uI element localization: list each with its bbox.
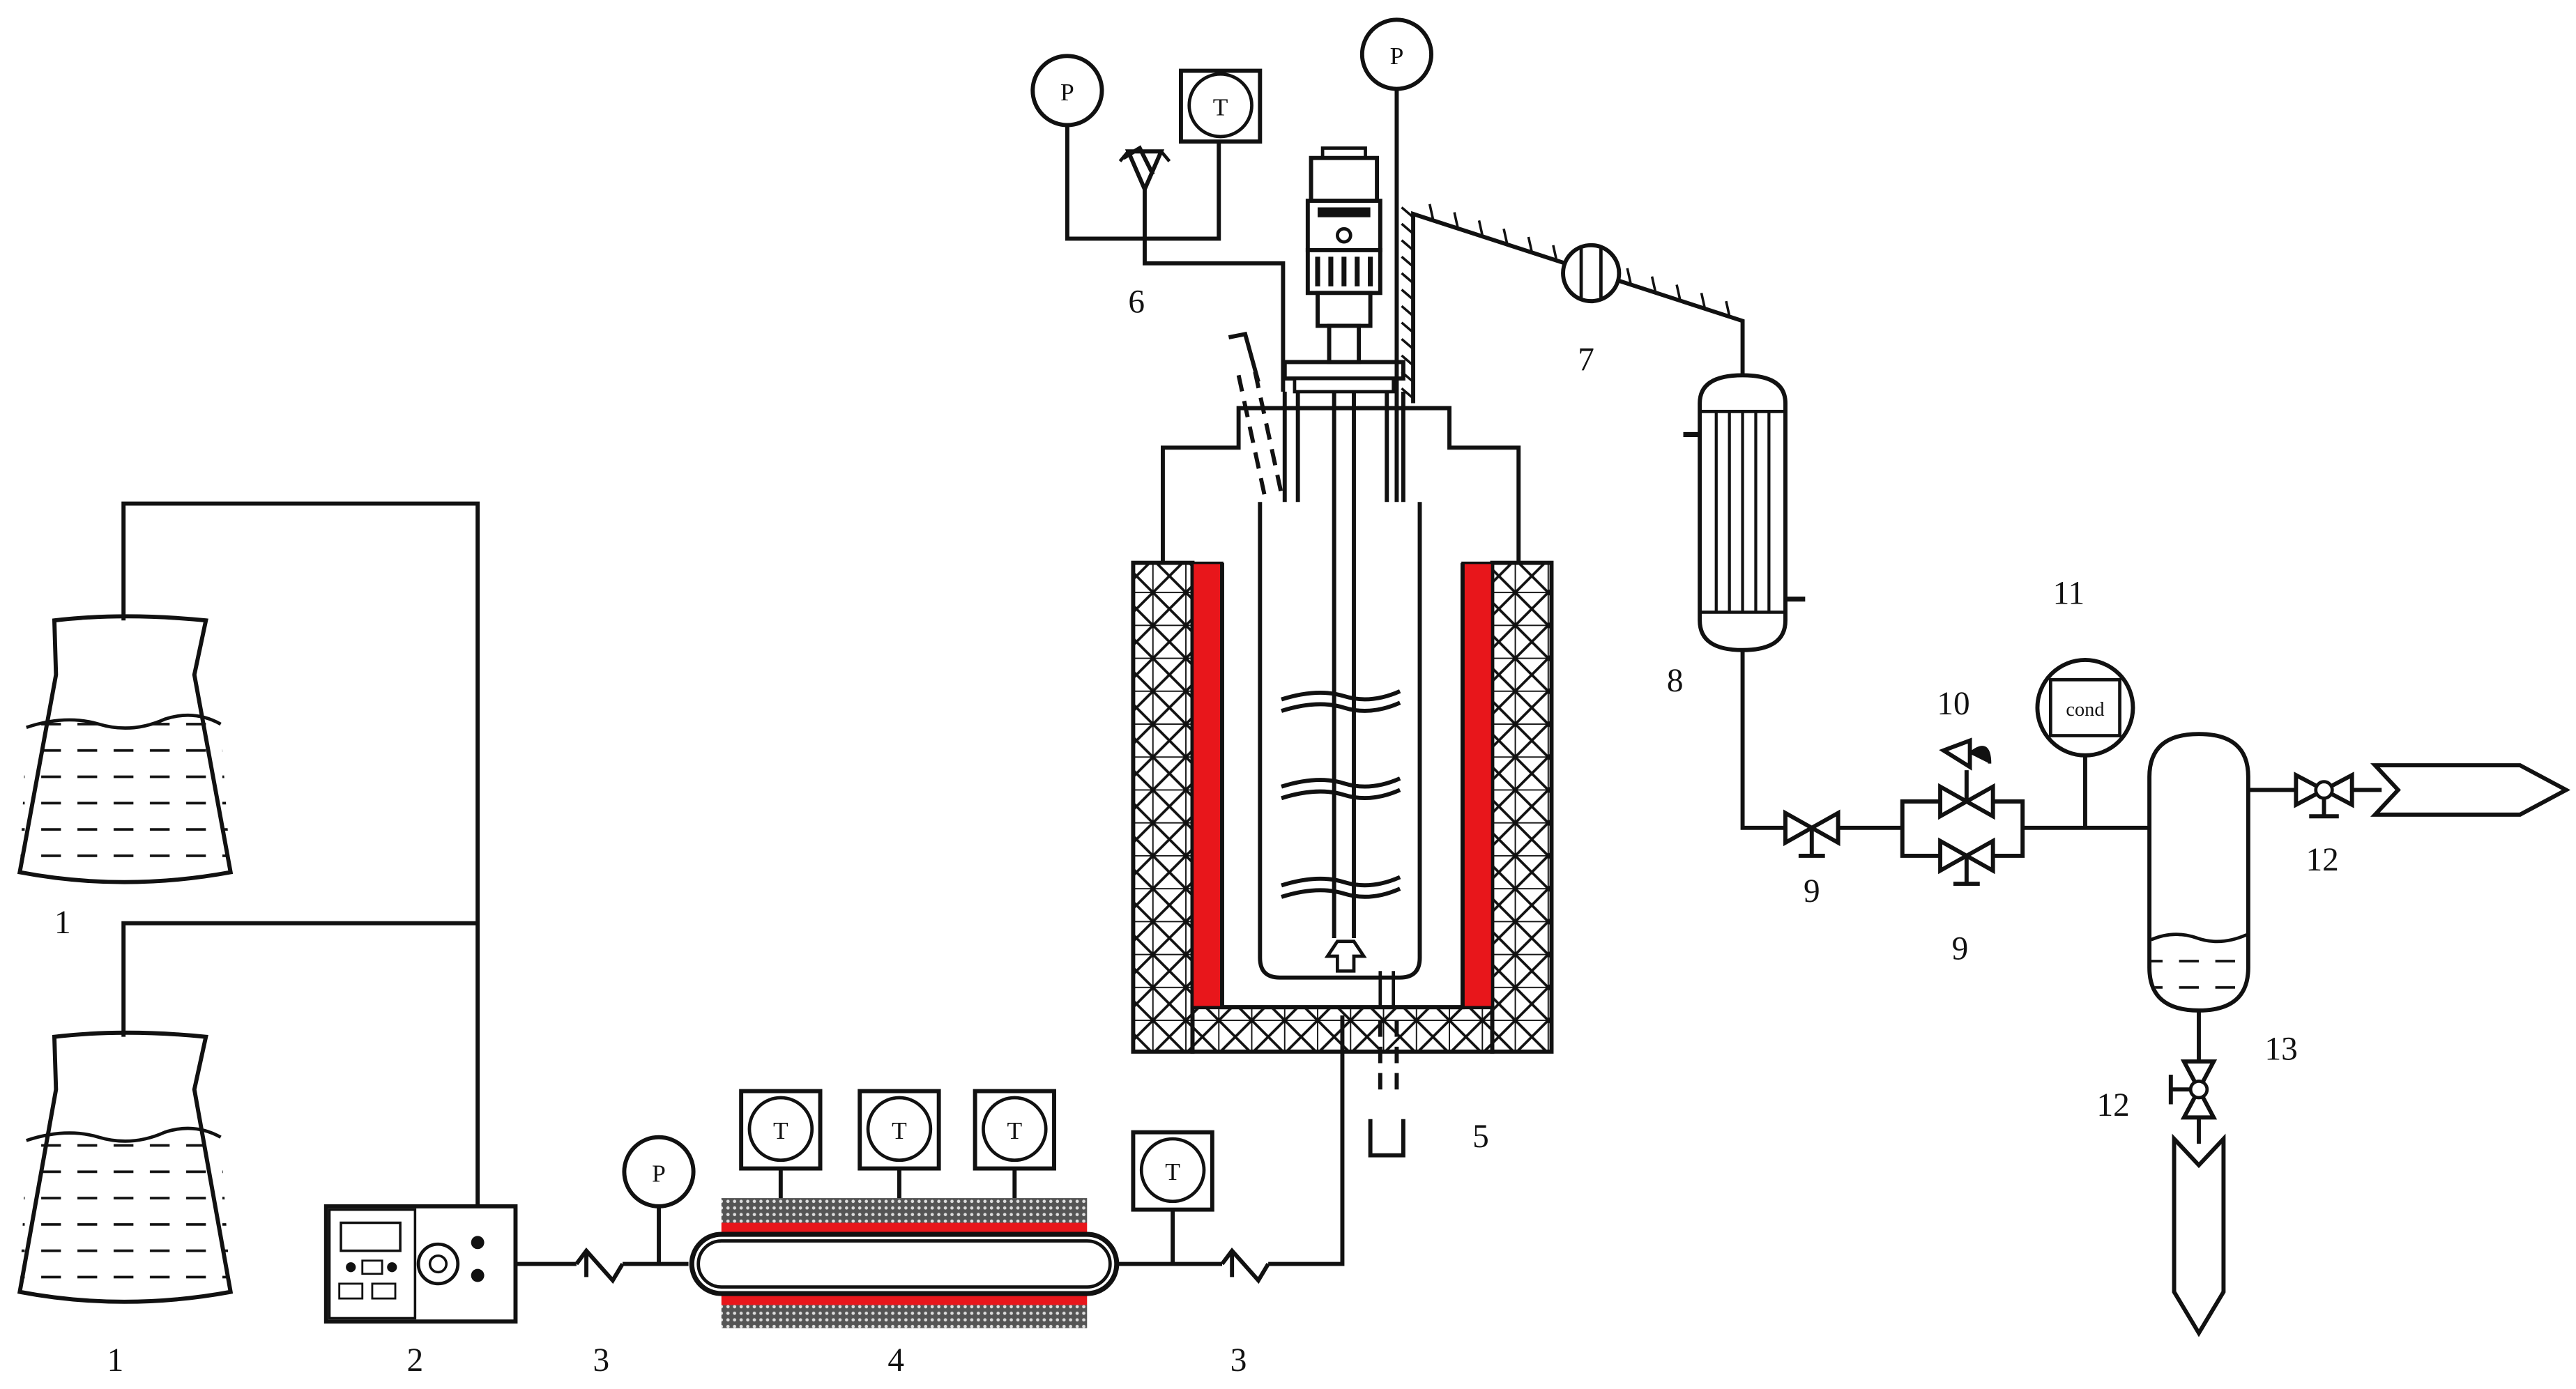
gas-vent-arrow [2370,763,2571,817]
label-check-valve-left: 3 [593,1342,610,1379]
label-conductivity-meter: 11 [2053,576,2085,612]
separator [2147,732,2250,1013]
reactor-feed-line [1268,1015,1345,1266]
svg-text:P: P [652,1159,666,1187]
svg-text:T: T [773,1116,788,1144]
condensate-line [1740,650,1785,830]
svg-text:cond: cond [2066,699,2104,721]
label-preheater: 4 [887,1342,904,1379]
pressure-gauge-top-right: P [1359,17,1433,502]
preheater-temp-gauges: T T T [739,1089,1056,1199]
pressure-gauge-top-left: P [1030,54,1104,128]
label-valve-left: 9 [1804,873,1820,910]
svg-text:P: P [1060,78,1074,106]
label-outlet-valve-right: 12 [2306,842,2339,878]
label-gas-line: 7 [1578,342,1594,378]
label-separator: 13 [2264,1031,2297,1068]
conductivity-meter: cond [2035,657,2135,828]
label-feed-tank-2: 1 [107,1342,124,1379]
svg-text:T: T [1165,1158,1180,1185]
temp-gauge-top: T [1178,68,1263,144]
label-condenser: 8 [1667,663,1684,699]
safety-line [1065,123,1286,392]
feed-line-bottom [121,921,478,1037]
control-valve-assembly [1900,737,2025,887]
label-feed-tank-1: 1 [54,905,71,941]
feed-tank-top [17,614,234,884]
svg-text:P: P [1390,42,1404,70]
label-reactor: 5 [1472,1119,1489,1155]
check-valve-left [574,1247,625,1284]
label-check-valve-right: 3 [1230,1342,1247,1379]
reactor [1131,331,1554,1158]
label-safety-valve: 6 [1128,284,1145,321]
svg-text:T: T [1213,93,1228,121]
label-pump: 2 [407,1342,424,1379]
stirrer-motor [1305,146,1382,364]
feed-tank-bottom [17,1030,234,1304]
label-valve-lower: 9 [1952,931,1969,967]
label-control-valve: 10 [1937,686,1969,722]
feed-line-top [121,501,480,1218]
preheater [689,1198,1120,1328]
valve-left [1783,809,1840,858]
check-valve-right [1220,1247,1270,1284]
outlet-valve-bottom [2168,1059,2218,1120]
pump [323,1204,518,1324]
outlet-valve-right [2294,772,2354,819]
svg-text:T: T [892,1116,907,1144]
liquid-drain-arrow [2172,1133,2226,1337]
pressure-gauge-inlet: P [622,1135,696,1208]
gas-outlet-line [1401,204,1745,404]
svg-text:T: T [1007,1116,1022,1144]
component-labels: 1 1 2 3 4 3 5 6 7 8 9 9 10 11 12 12 13 [54,284,2339,1379]
condenser [1683,373,1806,652]
label-outlet-valve-bottom: 12 [2097,1087,2130,1123]
temp-gauge-outlet: T [1131,1130,1214,1212]
safety-valve [1118,145,1171,194]
